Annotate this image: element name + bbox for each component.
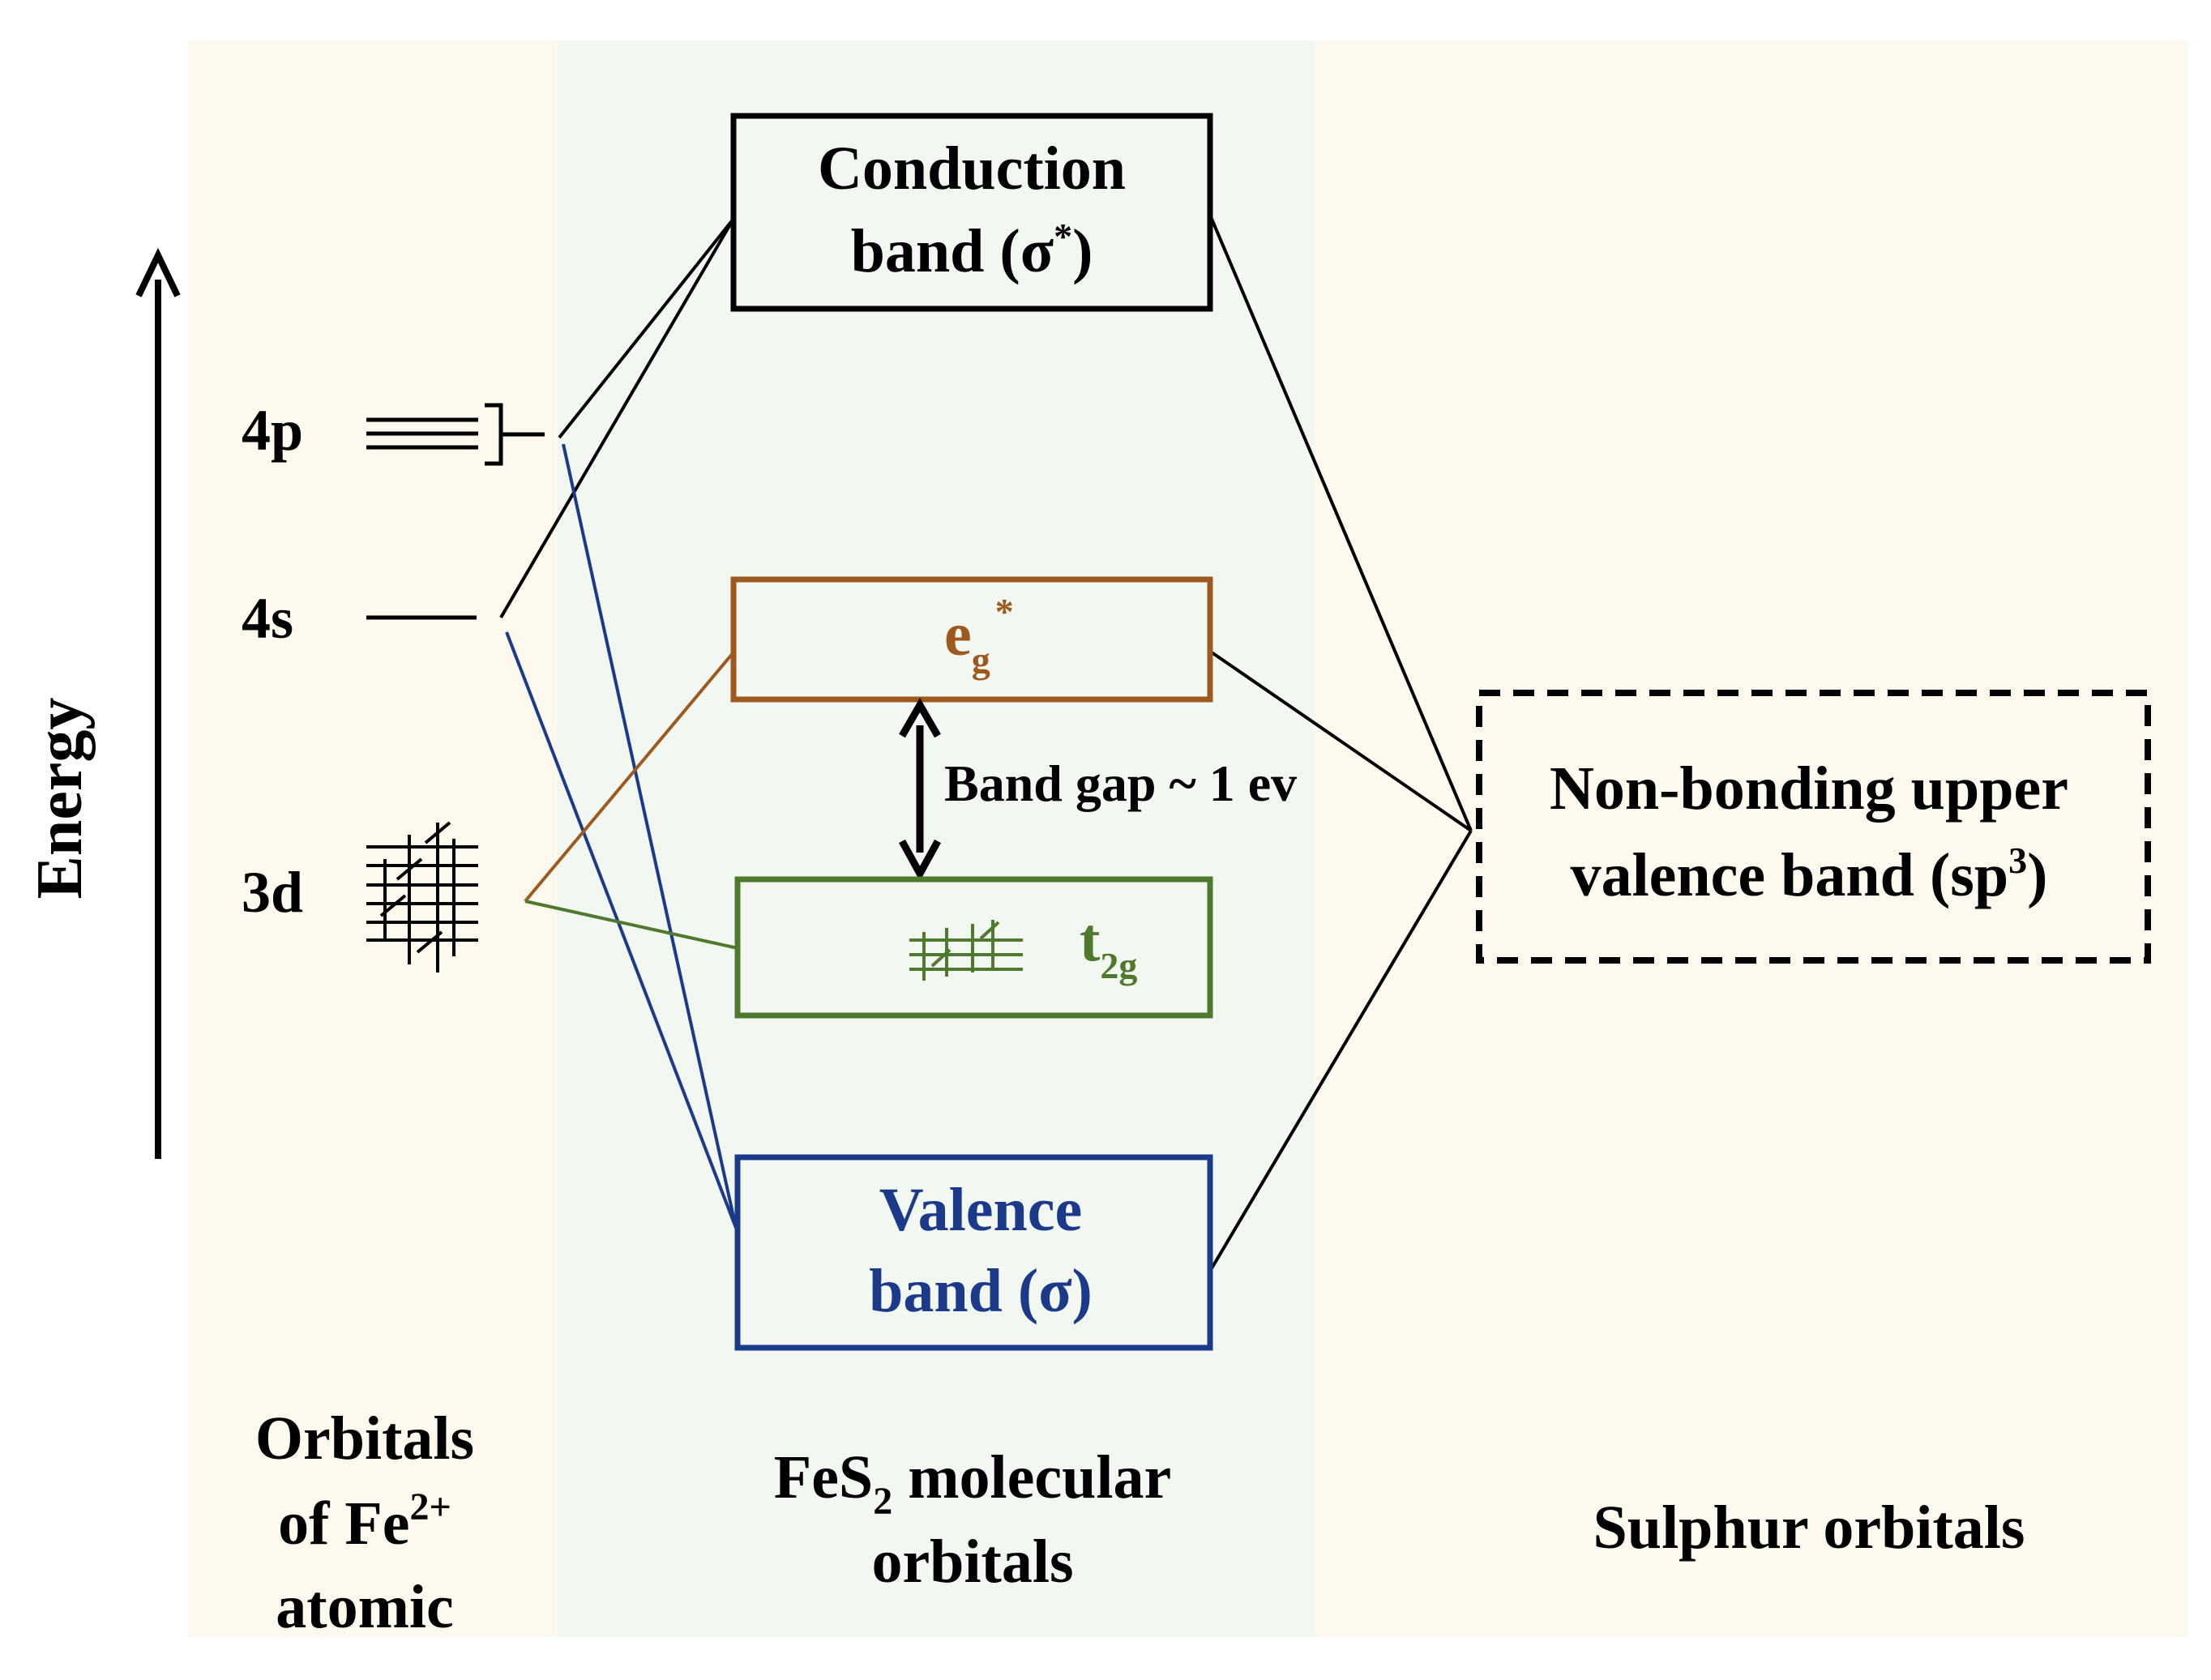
conduction-band-box (730, 113, 1213, 312)
level-label-4s: 4s (242, 586, 293, 651)
energy-axis-label: Energy (24, 698, 96, 900)
valence-band-line2: band (σ) (869, 1257, 1093, 1325)
black-connection-lines (499, 217, 1473, 1270)
right-caption: Sulphur orbitals (1593, 1494, 2025, 1562)
band-gap-arrow-head-bottom (899, 839, 941, 882)
conduction-band-line1: Conduction (818, 135, 1126, 203)
eg-star-label: eg* (944, 591, 1014, 681)
left-caption-line2: of Fe2+ (278, 1485, 451, 1558)
green-connection-line (524, 900, 738, 950)
left-caption-line1: Orbitals (255, 1404, 474, 1473)
band-gap-label: Band gap ~ 1 ev (944, 755, 1297, 812)
eg-star-box (730, 576, 1213, 703)
valence-band-box (734, 1154, 1213, 1351)
conduction-band-line2: band (σ*) (851, 216, 1093, 285)
level-label-3d: 3d (242, 860, 303, 925)
band-gap-arrow-head-top (899, 698, 941, 738)
energy-arrow-head (135, 247, 181, 297)
middle-caption-line2: orbitals (871, 1528, 1073, 1596)
orbital-3d-lines (366, 821, 478, 973)
blue-connection-lines (505, 443, 738, 1229)
nonbonding-band-box (1476, 690, 2151, 964)
level-label-4p: 4p (242, 398, 303, 463)
valence-band-line1: Valence (879, 1176, 1083, 1244)
left-column-panel (188, 41, 557, 1637)
middle-caption-line1: FeS2 molecular (774, 1443, 1171, 1523)
orbital-4p-lines (366, 417, 478, 450)
nonbonding-band-line2: valence band (sp3) (1571, 840, 2048, 909)
nonbonding-band-line1: Non-bonding upper (1550, 755, 2068, 823)
t2g-label: t2g (1080, 906, 1137, 986)
t2g-orbital-lines (909, 920, 1023, 981)
orbital-4p-bracket (485, 403, 545, 466)
left-caption-line3: atomic (276, 1573, 453, 1641)
brown-connection-line (524, 651, 735, 903)
